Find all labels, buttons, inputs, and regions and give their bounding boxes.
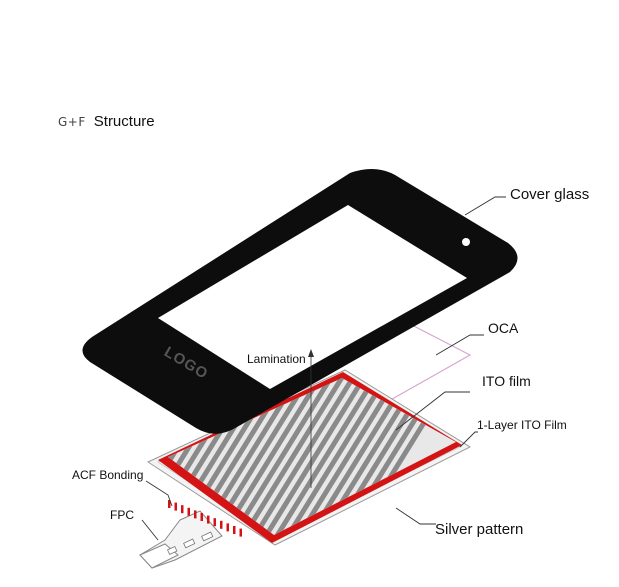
acf-pin [168, 500, 171, 508]
leader-silver-pattern [395, 507, 436, 525]
cover-glass-viewing-area [158, 205, 467, 389]
acf-pin [226, 523, 229, 532]
leader-1-layer-ito [459, 431, 478, 448]
acf-pin [194, 510, 197, 519]
label-silver-pattern: Silver pattern [435, 521, 523, 538]
label-fpc: FPC [110, 508, 134, 522]
fpc-connector [139, 510, 223, 569]
label-acf-bonding: ACF Bonding [72, 468, 143, 482]
acf-pin [181, 505, 184, 514]
acf-pin [220, 520, 223, 529]
leader-ito-film [395, 391, 470, 431]
acf-pin [233, 526, 236, 534]
label-cover-glass: Cover glass [510, 186, 589, 203]
label-lamination: Lamination [247, 352, 306, 366]
acf-pin [207, 515, 210, 524]
camera-hole [462, 238, 470, 246]
leader-oca [435, 334, 484, 356]
fpc-pad-1 [166, 545, 178, 555]
ito-stripe [237, 378, 373, 535]
diagram-title: G+F Structure [58, 113, 155, 130]
cover-glass: LOGO [82, 169, 518, 434]
fpc-pad-3 [201, 531, 214, 542]
title-prefix: G+F [58, 115, 86, 129]
leader-lines [141, 196, 506, 541]
leader-cover-glass [464, 196, 506, 216]
acf-pin [239, 528, 242, 537]
label-1-layer-ito-film: 1-Layer ITO Film [477, 418, 567, 432]
title-text: Structure [93, 113, 155, 130]
leader-fpc [141, 519, 159, 541]
label-ito-film: ITO film [482, 373, 531, 389]
acf-pin [213, 518, 216, 527]
acf-pin [174, 502, 177, 511]
acf-pin [187, 507, 190, 516]
leader-acf-bonding [145, 480, 173, 507]
label-oca: OCA [488, 320, 519, 336]
acf-pin [200, 513, 203, 521]
fpc-pad-2 [183, 538, 196, 549]
lamination-arrow [308, 349, 314, 488]
acf-bonding-pins [168, 500, 242, 537]
